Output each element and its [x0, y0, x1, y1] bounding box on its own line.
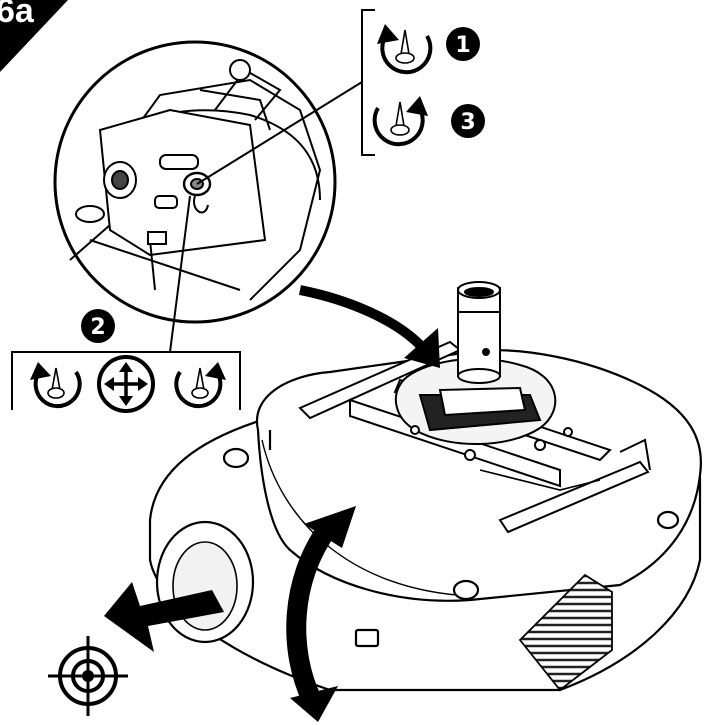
step-number-2: 2: [90, 315, 105, 340]
detail-magnifier: [53, 40, 337, 324]
step-badge-2: 2: [81, 309, 115, 343]
step-number-3: 3: [460, 110, 475, 135]
crosshair-target-icon: [48, 636, 128, 716]
step-badge-3: 3: [451, 104, 485, 138]
callout-line-top: [196, 81, 363, 185]
step-2-panel: 2: [11, 309, 241, 413]
callout-line-bottom: [169, 195, 191, 353]
corner-tab: 6a: [0, 0, 68, 72]
rotate-ccw-screw-icon: [377, 24, 433, 75]
projector-lens: [155, 520, 255, 644]
corner-tab-label: 6a: [0, 0, 35, 30]
step-number-1: 1: [455, 33, 470, 58]
steps-1-3-panel: 1 3: [361, 9, 485, 156]
detail-pointer-arrow: [299, 285, 424, 349]
tilt-arc-arrow-icon: [286, 506, 356, 722]
projector-vent: [518, 573, 613, 692]
mount-pole: [457, 281, 501, 384]
step-badge-1: 1: [446, 27, 480, 61]
rotate-cw-screw-icon: [372, 96, 428, 147]
detail-pointer-arrowhead: [404, 328, 440, 368]
step2-loosen-icon: [30, 362, 82, 409]
move-arrows-icon: [97, 355, 155, 413]
projection-direction-arrow-icon: [104, 582, 224, 652]
step2-tighten-icon: [174, 362, 226, 409]
front-button: [354, 628, 380, 648]
